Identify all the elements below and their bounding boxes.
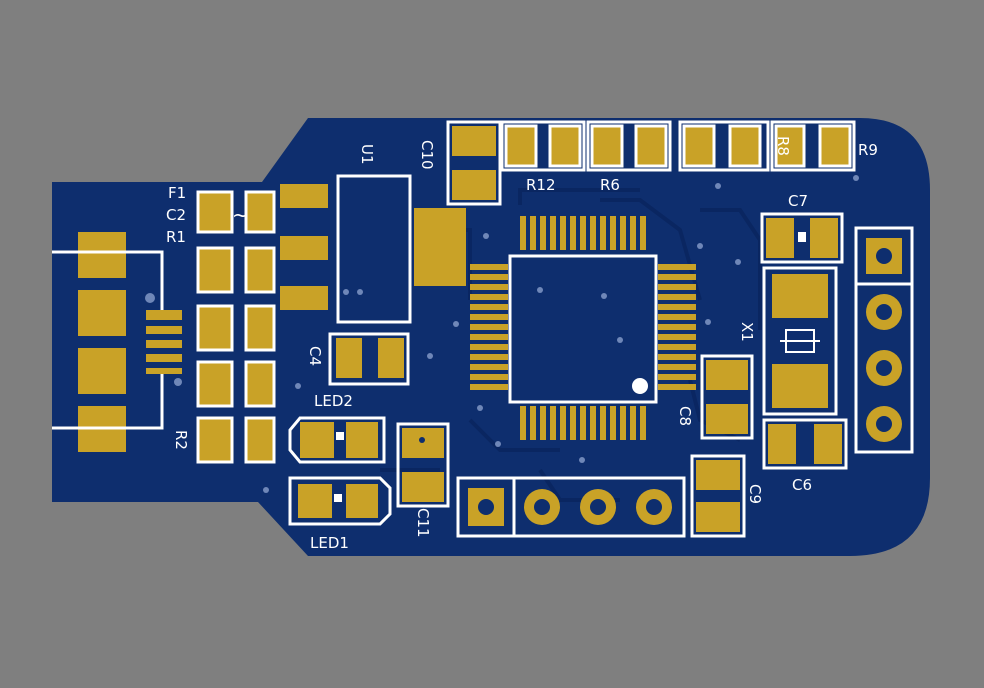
label-r12: R12 (526, 176, 556, 194)
label-c11: C11 (414, 508, 432, 538)
tilde-mark: ~ (232, 203, 249, 227)
left-resistor-array (196, 190, 276, 464)
label-r2: R2 (172, 430, 190, 450)
u1-regulator (280, 174, 466, 324)
label-c8: C8 (676, 406, 694, 426)
label-c4: C4 (306, 346, 324, 366)
usb-connector (52, 232, 164, 452)
c11-capacitor (396, 422, 450, 508)
c9-capacitor (690, 454, 746, 538)
label-c9: C9 (746, 484, 764, 504)
label-c10: C10 (418, 140, 436, 170)
label-led1: LED1 (310, 534, 349, 552)
vias (145, 175, 859, 493)
top-resistor-row (500, 120, 856, 172)
label-r9: R9 (858, 141, 878, 159)
silkscreen-labels: U1 C10 R12 R6 R8 R9 F1 C2 R1 C7 X1 C4 LE… (166, 136, 878, 552)
label-r8: R8 (774, 136, 792, 156)
label-f1: F1 (168, 184, 186, 202)
label-r1: R1 (166, 228, 186, 246)
mcu-qfp (470, 216, 696, 440)
c6-capacitor (762, 418, 848, 470)
x1-crystal (762, 266, 838, 416)
label-r6: R6 (600, 176, 620, 194)
ferrite-element (146, 310, 182, 374)
label-led2: LED2 (314, 392, 353, 410)
label-c7: C7 (788, 192, 808, 210)
c8-capacitor (700, 354, 754, 440)
bottom-header-4pin (456, 476, 686, 538)
label-c6: C6 (792, 476, 812, 494)
right-header-4pin (854, 226, 914, 454)
c7-capacitor (760, 212, 844, 264)
label-u1: U1 (358, 144, 376, 165)
c10-capacitor (446, 120, 502, 206)
label-c2: C2 (166, 206, 186, 224)
label-x1: X1 (738, 322, 756, 342)
c4-capacitor (328, 332, 410, 386)
led2 (288, 416, 386, 464)
led1 (288, 476, 392, 526)
